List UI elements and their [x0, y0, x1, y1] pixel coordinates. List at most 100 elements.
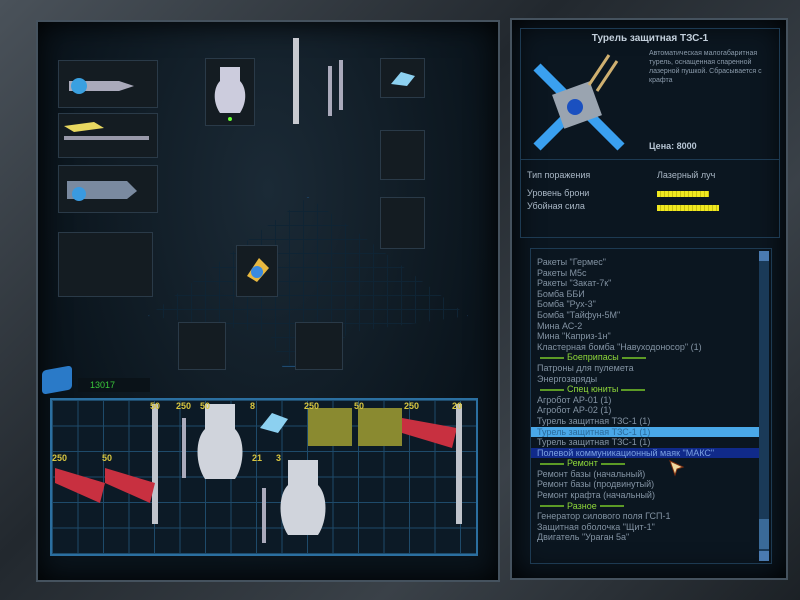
item-info-box: Турель защитная ТЗС-1 Автоматическая мал… — [520, 28, 780, 238]
list-category-header: Спец юниты — [531, 384, 759, 395]
list-item[interactable]: Ракеты "Гермес" — [531, 257, 759, 268]
list-item-label: Турель защитная ТЗС-1 (1) — [537, 437, 651, 448]
armor-level-bar — [657, 191, 709, 197]
money-value: 13017 — [78, 378, 150, 392]
list-item-label: Турель защитная ТЗС-1 (1) — [537, 415, 651, 426]
list-item-label: Ракеты М5с — [537, 267, 587, 278]
stat-label: Уровень брони — [527, 188, 590, 198]
item-count: 21 — [252, 453, 263, 463]
list-item-label: Разное — [537, 501, 627, 511]
list-item[interactable]: Ракеты "Закат-7к" — [531, 278, 759, 289]
list-item-label: Боеприпасы — [537, 352, 649, 362]
turret-image — [533, 54, 625, 151]
list-item-label: Генератор силового поля ГСП-1 — [537, 511, 671, 522]
shop-panel: Турель защитная ТЗС-1 Автоматическая мал… — [510, 18, 788, 580]
list-item[interactable]: Агробот АР-02 (1) — [531, 405, 759, 416]
bottom-slot-1[interactable] — [178, 322, 226, 370]
list-item-label: Двигатель "Ураган 5а" — [537, 532, 630, 543]
list-item[interactable]: Двигатель "Ураган 5а" — [531, 532, 759, 543]
list-item-label: Ремонт базы (продвинутый) — [537, 479, 655, 490]
weapon-slot-3[interactable] — [58, 165, 158, 213]
list-item[interactable]: Полевой коммуникационный маяк "МАКС" — [531, 447, 759, 459]
damage-type-value: Лазерный луч — [657, 170, 716, 180]
item-price: Цена: 8000 — [649, 141, 697, 151]
item-count: 50 — [102, 453, 113, 463]
list-item[interactable]: Мина АС-2 — [531, 321, 759, 332]
ammo-crate-item — [308, 408, 352, 446]
ammo-crate-item — [358, 408, 402, 446]
energy-cell-item — [105, 468, 155, 503]
list-item-label: Ракеты "Закат-7к" — [537, 278, 612, 289]
item-title: Турель защитная ТЗС-1 — [591, 33, 709, 44]
list-item[interactable]: Турель защитная ТЗС-1 (1) — [531, 416, 759, 427]
list-item-label: Мина "Каприз-1н" — [537, 331, 611, 342]
center-slot[interactable] — [236, 245, 278, 297]
list-item[interactable]: Генератор силового поля ГСП-1 — [531, 511, 759, 522]
inventory-items[interactable] — [50, 398, 478, 556]
damage-level-bar — [657, 205, 719, 211]
item-count: 8 — [250, 401, 256, 411]
list-item[interactable]: Патроны для пулемета — [531, 363, 759, 374]
item-count: 50 — [354, 401, 365, 411]
bomb-item — [280, 460, 326, 535]
list-item-label: Бомба ББИ — [537, 288, 585, 299]
missile-item — [456, 404, 462, 524]
list-item[interactable]: Бомба "Тайфун-5М" — [531, 310, 759, 321]
list-item-label: Энергозаряды — [537, 373, 598, 384]
item-count: 250 — [304, 401, 320, 411]
list-item[interactable]: Бомба "Рух-3" — [531, 299, 759, 310]
list-item-label: Агробот АР-01 (1) — [537, 394, 612, 405]
list-item-label: Ремонт — [537, 458, 628, 468]
scroll-up-button[interactable] — [759, 251, 769, 261]
list-item[interactable]: Агробот АР-01 (1) — [531, 395, 759, 406]
right-slot-2[interactable] — [380, 197, 425, 249]
scroll-thumb[interactable] — [759, 519, 769, 549]
list-item[interactable]: Защитная оболочка "Щит-1" — [531, 522, 759, 533]
stat-label: Убойная сила — [527, 201, 585, 211]
weapon-slot-4[interactable] — [58, 232, 153, 297]
list-item[interactable]: Ракеты М5с — [531, 268, 759, 279]
bomb-slot[interactable] — [205, 58, 255, 126]
weapon-slot-1[interactable] — [58, 60, 158, 108]
list-item[interactable]: Бомба ББИ — [531, 289, 759, 300]
list-item-label: Бомба "Тайфун-5М" — [537, 309, 621, 320]
item-count: 250 — [404, 401, 420, 411]
list-item-label: Ремонт крафта (начальный) — [537, 490, 655, 501]
item-count: 50 — [150, 401, 161, 411]
right-slot-1[interactable] — [380, 130, 425, 180]
list-category-header: Разное — [531, 501, 759, 512]
scroll-down-button[interactable] — [759, 551, 769, 561]
list-item[interactable]: Турель защитная ТЗС-1 (1) — [531, 426, 759, 438]
list-item[interactable]: Кластерная бомба "Навуходоносор" (1) — [531, 342, 759, 353]
list-category-header: Ремонт — [531, 458, 759, 469]
list-item-label: Турель защитная ТЗС-1 (1) — [537, 426, 651, 437]
list-item-label: Бомба "Рух-3" — [537, 299, 596, 310]
list-item-label: Мина АС-2 — [537, 320, 583, 331]
list-item[interactable]: Мина "Каприз-1н" — [531, 331, 759, 342]
list-scrollbar[interactable] — [759, 251, 769, 561]
device-slot[interactable] — [380, 58, 425, 98]
rocket-item — [262, 488, 266, 543]
list-item[interactable]: Турель защитная ТЗС-1 (1) — [531, 437, 759, 448]
list-category-header: Боеприпасы — [531, 352, 759, 363]
bomb-item — [197, 404, 243, 479]
item-count: 250 — [52, 453, 68, 463]
list-item-label: Спец юниты — [537, 384, 648, 394]
missile-item — [152, 404, 158, 524]
list-item[interactable]: Ремонт крафта (начальный) — [531, 490, 759, 501]
list-item-label: Полевой коммуникационный маяк "МАКС" — [537, 447, 715, 458]
bottom-slot-2[interactable] — [295, 322, 343, 370]
list-item-label: Патроны для пулемета — [537, 362, 634, 373]
list-item[interactable]: Энергозаряды — [531, 374, 759, 385]
item-count: 250 — [176, 401, 192, 411]
weapon-slot-2[interactable] — [58, 113, 158, 158]
list-item[interactable]: Ремонт базы (начальный) — [531, 469, 759, 480]
list-item[interactable]: Ремонт базы (продвинутый) — [531, 479, 759, 490]
list-item-label: Ракеты "Гермес" — [537, 257, 606, 267]
list-item-label: Агробот АР-02 (1) — [537, 405, 612, 416]
missile-slot[interactable] — [283, 36, 353, 128]
list-item-label: Защитная оболочка "Щит-1" — [537, 521, 655, 532]
list-item-label: Ремонт базы (начальный) — [537, 468, 646, 479]
stat-label: Тип поражения — [527, 170, 591, 180]
